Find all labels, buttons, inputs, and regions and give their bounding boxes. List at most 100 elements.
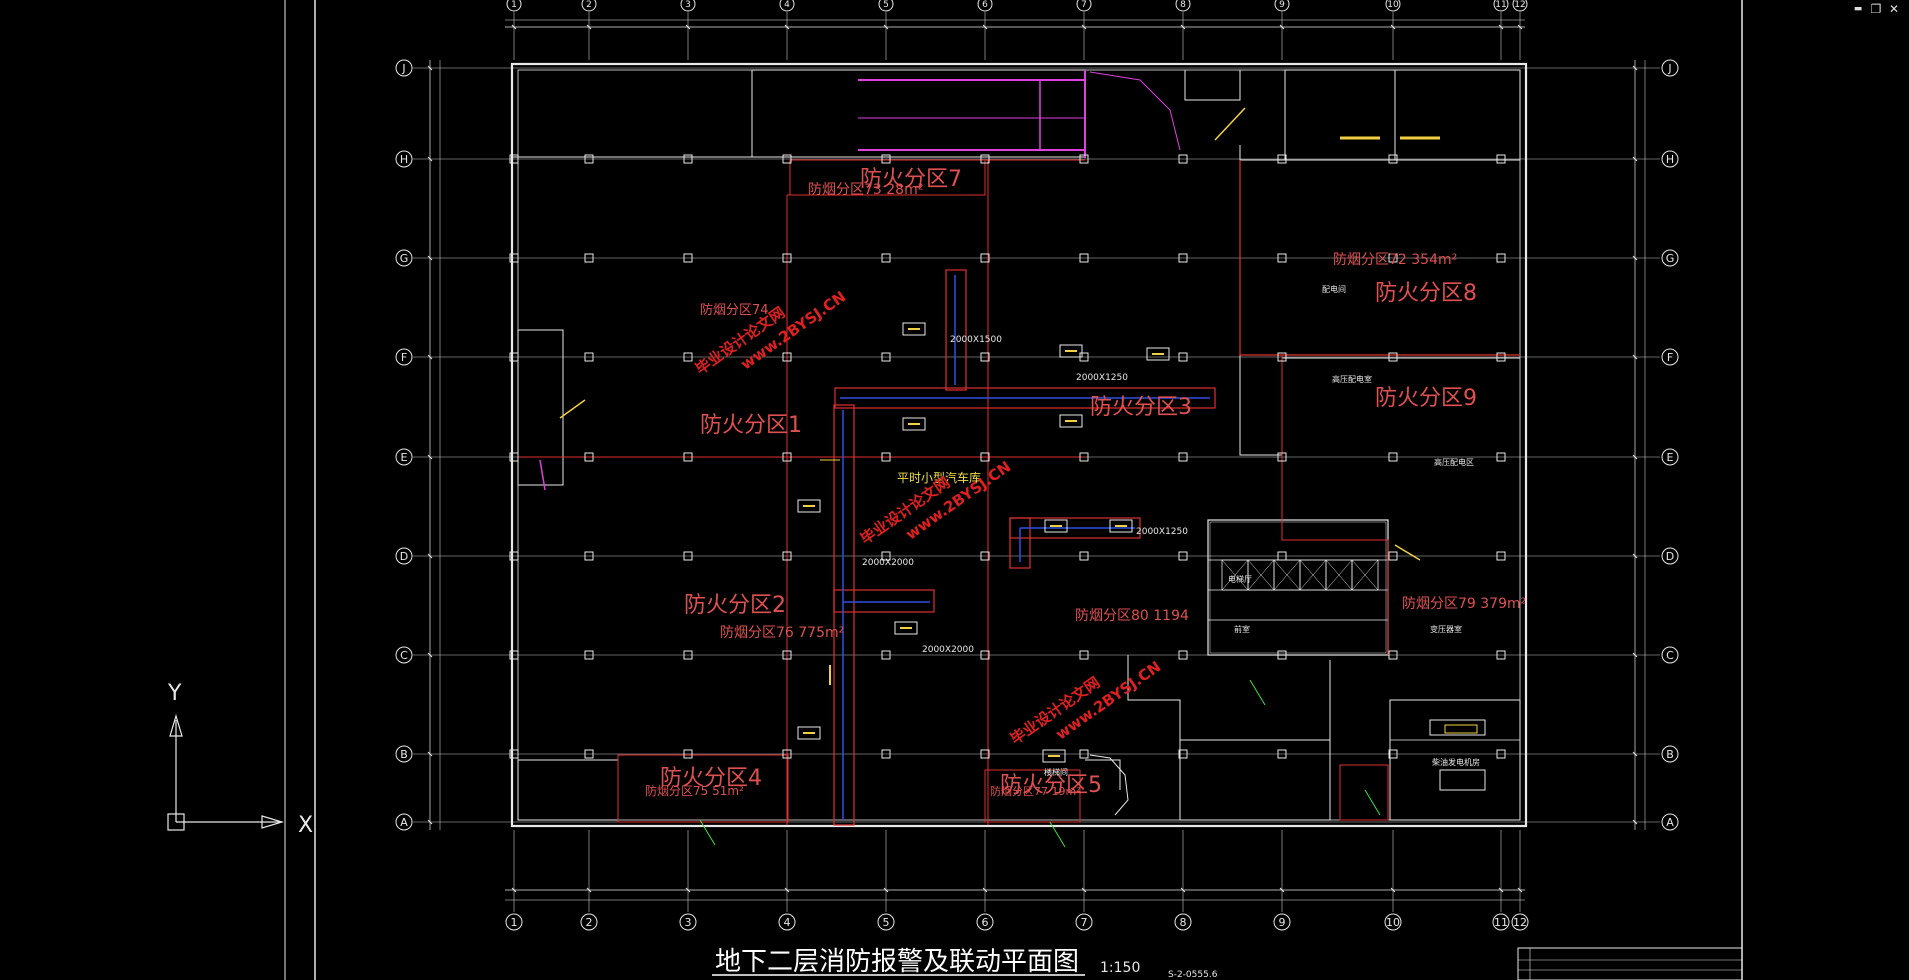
column-bubble	[581, 0, 597, 12]
column-label: 5	[883, 916, 890, 929]
smoke-zone-75-label: 防烟分区75 51m²	[645, 783, 744, 798]
row-bubble	[395, 813, 413, 831]
room-label-power: 配电间	[1322, 284, 1346, 294]
column-label: 7	[1081, 916, 1088, 929]
row-label: H	[400, 153, 408, 166]
drawing-frame	[284, 0, 1743, 980]
column-label: 11	[1494, 916, 1508, 929]
row-bubble	[1661, 59, 1679, 77]
column-label: 6	[982, 916, 989, 929]
annotation-labels	[699, 679, 1381, 848]
structural-columns	[509, 154, 1506, 759]
row-bubble	[395, 448, 413, 466]
column-bubble	[1174, 913, 1192, 931]
column-label: 5	[883, 0, 889, 10]
axis-grid	[413, 12, 1660, 912]
row-label: F	[1667, 351, 1673, 364]
row-bubble	[1661, 249, 1679, 267]
column-bubble	[506, 0, 522, 12]
window-minimize-button[interactable]: ▬	[1853, 4, 1863, 14]
row-label: B	[400, 748, 408, 761]
building-walls	[510, 62, 1528, 828]
row-bubble	[395, 249, 413, 267]
column-label: 10	[1387, 0, 1399, 10]
room-label-hv-area: 高压配电区	[1434, 457, 1474, 467]
drawing-title-block: 地下二层消防报警及联动平面图 1:150 S-2-0555.6	[712, 947, 1218, 980]
smoke-zone-76-label: 防烟分区76 775m²	[720, 625, 844, 641]
fire-zone-5-label: 防火分区5	[1000, 773, 1102, 798]
room-label-hv-room: 高压配电室	[1332, 374, 1372, 384]
column-label: 2	[586, 916, 593, 929]
window-restore-button[interactable]: ❐	[1870, 2, 1882, 16]
room-label-garage: 平时小型汽车库	[897, 470, 981, 485]
column-bubble	[877, 913, 895, 931]
room-label-lobby: 前室	[1234, 624, 1250, 634]
room-label-stair: 楼梯间	[1044, 767, 1068, 777]
column-label: 12	[1513, 916, 1527, 929]
row-label: G	[400, 252, 409, 265]
column-label: 1	[511, 916, 518, 929]
column-bubble	[1512, 0, 1528, 12]
row-bubble	[1661, 547, 1679, 565]
room-label-elevator-hall: 电梯厅	[1228, 574, 1252, 584]
watermark-1: 毕业设计论文网 www.2BYSJ.CN	[692, 288, 849, 379]
smoke-zone-74-label: 防烟分区74	[700, 302, 769, 318]
row-label: E	[1667, 451, 1674, 464]
duct-size-label: 2000X1250	[1136, 527, 1188, 537]
room-label-transformer: 变压器室	[1430, 624, 1462, 634]
fire-zone-1-label: 防火分区1	[700, 413, 802, 438]
column-label: 8	[1180, 916, 1187, 929]
fire-zone-7-label: 防火分区7	[860, 167, 962, 192]
watermark-2: 毕业设计论文网 www.2BYSJ.CN	[857, 458, 1014, 549]
row-bubble	[1661, 646, 1679, 664]
fire-devices	[559, 107, 1478, 763]
column-bubble	[505, 913, 523, 931]
column-bubble	[779, 0, 795, 12]
row-label: J	[1667, 62, 1671, 75]
row-bubble	[395, 547, 413, 565]
duct-size-label: 2000X2000	[862, 558, 914, 568]
row-bubble	[1661, 348, 1679, 366]
column-label: 6	[982, 0, 988, 10]
row-bubble	[395, 59, 413, 77]
row-label: B	[1666, 748, 1674, 761]
duct-size-label: 2000X2000	[922, 645, 974, 655]
row-bubble	[1661, 150, 1679, 168]
row-label: F	[401, 351, 407, 364]
column-bubble	[679, 913, 697, 931]
ucs-x-label: X	[298, 813, 313, 838]
column-bubble	[1274, 0, 1290, 12]
window-close-button[interactable]: ✕	[1888, 2, 1900, 16]
row-label: C	[400, 649, 408, 662]
column-label: 1	[511, 0, 517, 10]
column-label: 12	[1514, 0, 1525, 10]
smoke-zone-80-label: 防烟分区80 1194	[1075, 608, 1189, 624]
row-bubble	[1661, 813, 1679, 831]
ucs-axis-icon: Y X	[167, 681, 313, 838]
row-label: J	[401, 62, 405, 75]
column-bubble	[580, 913, 598, 931]
fire-zone-4-label: 防火分区4	[660, 766, 762, 791]
column-label: 7	[1081, 0, 1087, 10]
row-bubble	[1661, 745, 1679, 763]
row-label: G	[1666, 252, 1675, 265]
fire-zone-9-label: 防火分区9	[1375, 386, 1477, 411]
row-bubble	[395, 150, 413, 168]
room-label-generator: 柴油发电机房	[1432, 757, 1480, 767]
row-label: D	[400, 550, 408, 563]
column-bubble	[878, 0, 894, 12]
smoke-zone-79-label: 防烟分区79 379m²	[1402, 596, 1526, 612]
column-label: 9	[1279, 0, 1285, 10]
column-label: 3	[685, 916, 692, 929]
row-label: A	[400, 816, 408, 829]
column-bubble	[1385, 0, 1401, 12]
row-bubble	[395, 348, 413, 366]
column-bubble	[1384, 913, 1402, 931]
row-bubble	[1661, 448, 1679, 466]
drawing-title: 地下二层消防报警及联动平面图	[715, 947, 1079, 977]
duct-size-label: 2000X1500	[950, 335, 1002, 345]
